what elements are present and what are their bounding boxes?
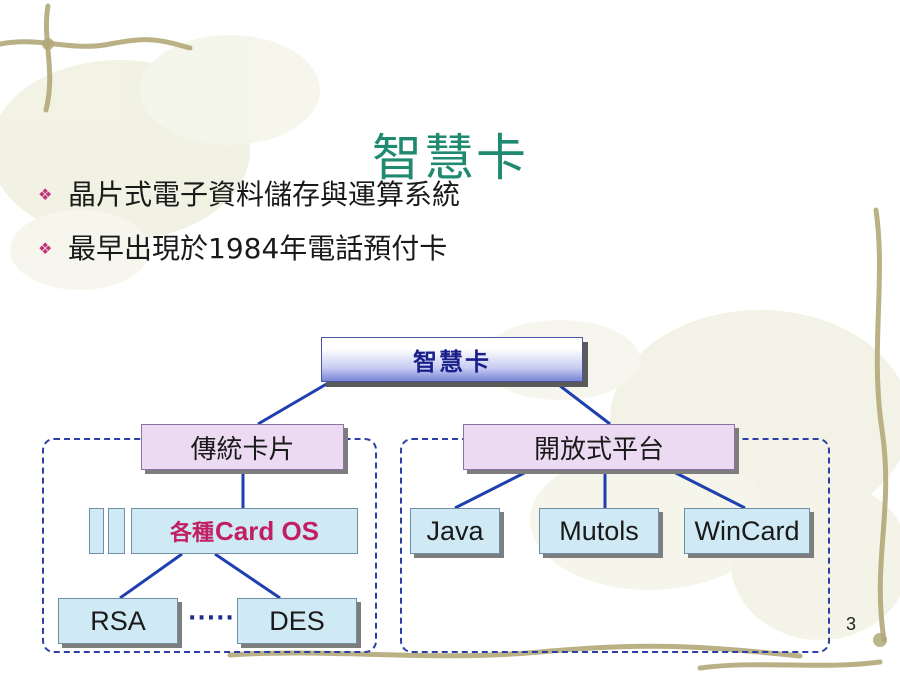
node-traditional-card: 傳統卡片 [141,424,344,470]
diamond-bullet-icon: ❖ [38,185,53,204]
bullet-text: 最早出現於1984年電話預付卡 [68,232,448,265]
page-number: 3 [846,614,857,634]
node-wincard: WinCard [684,508,810,554]
node-label: WinCard [694,515,800,546]
node-rsa: RSA [58,598,178,644]
connector-line [214,552,281,600]
bullet-list: ❖ 晶片式電子資料儲存與運算系統 ❖ 最早出現於1984年電話預付卡 [38,178,460,286]
bullet-text: 晶片式電子資料儲存與運算系統 [68,178,461,211]
node-label: 傳統卡片 [190,433,295,464]
connector-line [257,380,331,426]
bullet-item: ❖ 最早出現於1984年電話預付卡 [38,232,460,286]
connector-line [119,552,183,600]
node-label: 開放式平台 [533,433,664,464]
slide-title: 智慧卡 [372,129,528,187]
node-mutols: Mutols [539,508,659,554]
node-label: Mutols [559,515,639,546]
root-node-label: 智慧卡 [413,349,491,376]
ellipsis: ····· [188,606,235,631]
node-label: DES [269,605,325,636]
node-open-platform: 開放式平台 [463,424,735,470]
card-os-stack-layer [108,508,125,554]
node-label: Java [426,515,484,546]
diamond-bullet-icon: ❖ [38,239,53,258]
card-os-prefix: 各種 [169,520,214,546]
bullet-item: ❖ 晶片式電子資料儲存與運算系統 [38,178,460,232]
node-des: DES [237,598,357,644]
card-os-stack-layer [89,508,104,554]
node-label: RSA [90,605,146,636]
node-java: Java [410,508,500,554]
connector-line [454,468,531,510]
root-node-smart-card: 智慧卡 [321,337,583,382]
card-os-main: Card OS [214,515,320,546]
connector-line [554,380,611,426]
connector-line [669,468,746,510]
